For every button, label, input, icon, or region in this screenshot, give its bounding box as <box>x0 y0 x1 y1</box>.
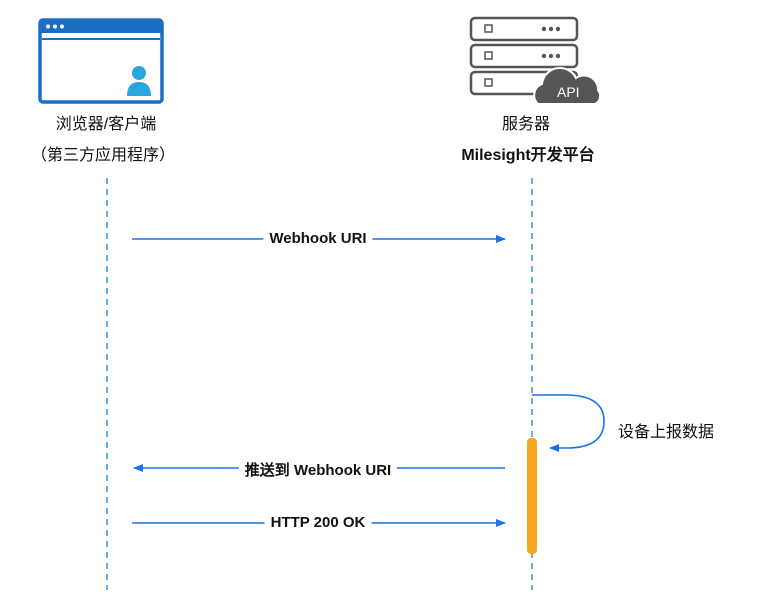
message-arrow-self-report <box>532 394 605 452</box>
api-label: API <box>557 84 580 100</box>
server-activation-bar <box>527 438 537 554</box>
client-name-line2: （第三方应用程序） <box>30 147 176 164</box>
server-stack-api-cloud-icon <box>469 16 602 105</box>
server-name-line2: Milesight开发平台 <box>461 147 595 164</box>
server-name-line1: 服务器 <box>501 116 551 133</box>
browser-window-user-icon <box>38 18 164 104</box>
message-label-http-ok: HTTP 200 OK <box>264 514 372 531</box>
message-label-push: 推送到 Webhook URI <box>238 459 398 480</box>
client-name-line1: 浏览器/客户端 <box>55 116 157 133</box>
message-label-webhook-uri: Webhook URI <box>263 230 373 247</box>
message-label-self-report: 设备上报数据 <box>618 418 715 442</box>
